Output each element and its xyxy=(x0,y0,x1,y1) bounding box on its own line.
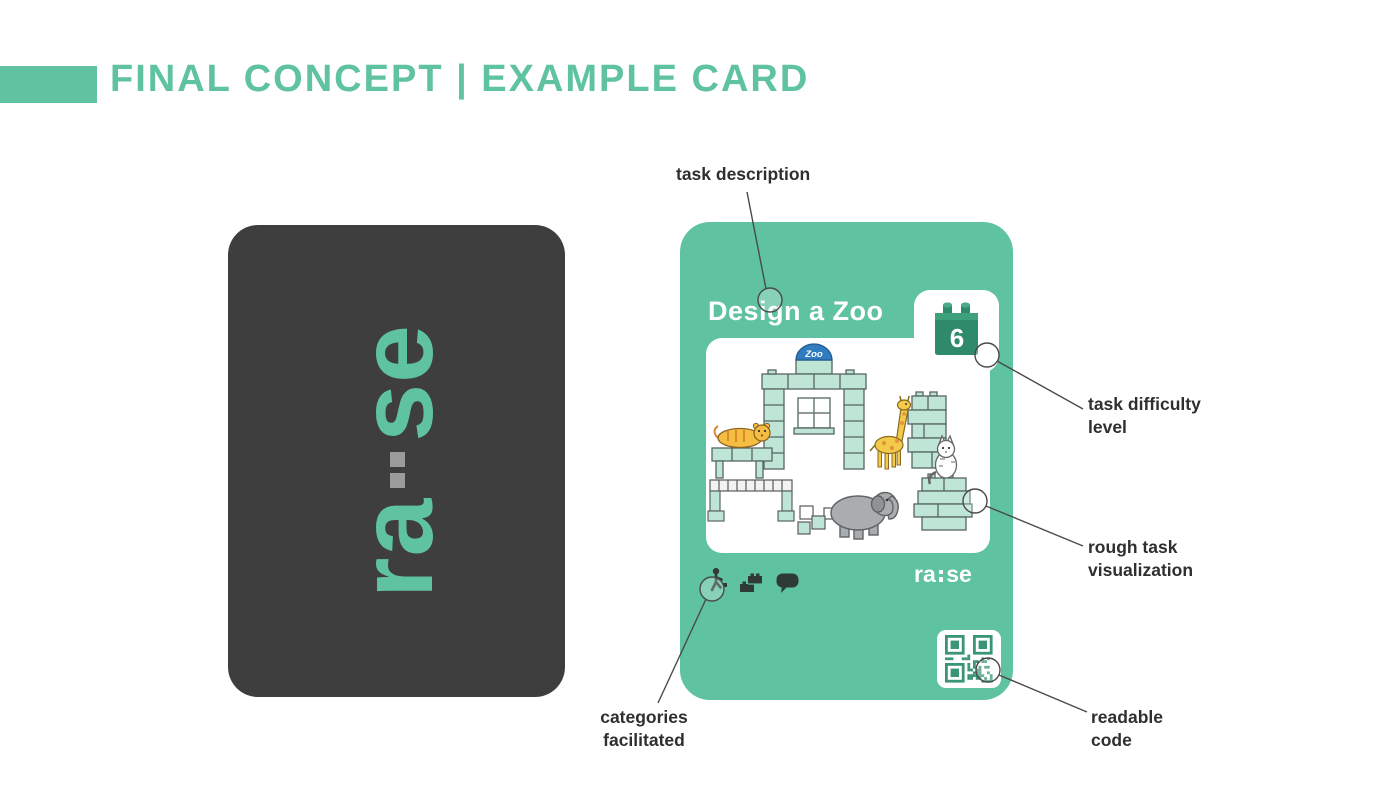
zoo-illustration: Zoo xyxy=(707,343,973,540)
logo-dots xyxy=(938,569,944,582)
difficulty-brick-icon: 6 xyxy=(935,302,978,355)
gate-window xyxy=(793,397,835,435)
fence xyxy=(707,479,795,522)
zoo-dome-sign: Zoo xyxy=(795,343,833,361)
card-front: Design a Zoo Zoo xyxy=(680,222,1013,700)
raise-logo: ra se xyxy=(914,563,972,586)
page-title: FINAL CONCEPT | EXAMPLE CARD xyxy=(110,58,810,100)
speech-bubble-icon xyxy=(776,573,799,593)
qr-code xyxy=(937,630,1001,688)
cat-bricks xyxy=(913,473,973,531)
annotation-rough-task: rough task visualization xyxy=(1088,537,1194,580)
person-icon xyxy=(710,568,727,592)
category-icon-row xyxy=(708,564,800,594)
task-title: Design a Zoo xyxy=(708,296,884,326)
logo-dots xyxy=(389,451,404,488)
annotation-task-difficulty: task difficulty level xyxy=(1088,394,1201,437)
giraffe xyxy=(869,395,912,470)
card-back: ra se xyxy=(228,225,565,697)
accent-bar xyxy=(0,66,97,103)
logo-prefix: ra xyxy=(914,561,936,587)
blocks-icon xyxy=(740,573,762,592)
annotation-readable-code: readable code xyxy=(1091,707,1163,750)
annotation-task-description: task description xyxy=(676,164,811,184)
raise-logo-vertical: ra se xyxy=(338,324,455,598)
cat xyxy=(928,434,958,485)
logo-suffix: se xyxy=(338,324,455,442)
scattered-blocks xyxy=(797,505,836,535)
difficulty-level: 6 xyxy=(950,323,964,353)
logo-suffix: se xyxy=(946,561,972,587)
difficulty-badge: 6 xyxy=(914,290,999,372)
brick-tower xyxy=(907,391,947,469)
tiger-platform xyxy=(711,447,773,479)
line-readable-code xyxy=(998,674,1088,713)
qr-pattern xyxy=(945,635,993,683)
elephant xyxy=(830,491,899,540)
zoo-sign-text: Zoo xyxy=(804,349,823,360)
tiger xyxy=(713,422,771,449)
annotation-categories: categories facilitated xyxy=(600,707,688,750)
task-illustration-panel: Zoo xyxy=(706,338,990,553)
logo-prefix: ra xyxy=(338,497,455,598)
